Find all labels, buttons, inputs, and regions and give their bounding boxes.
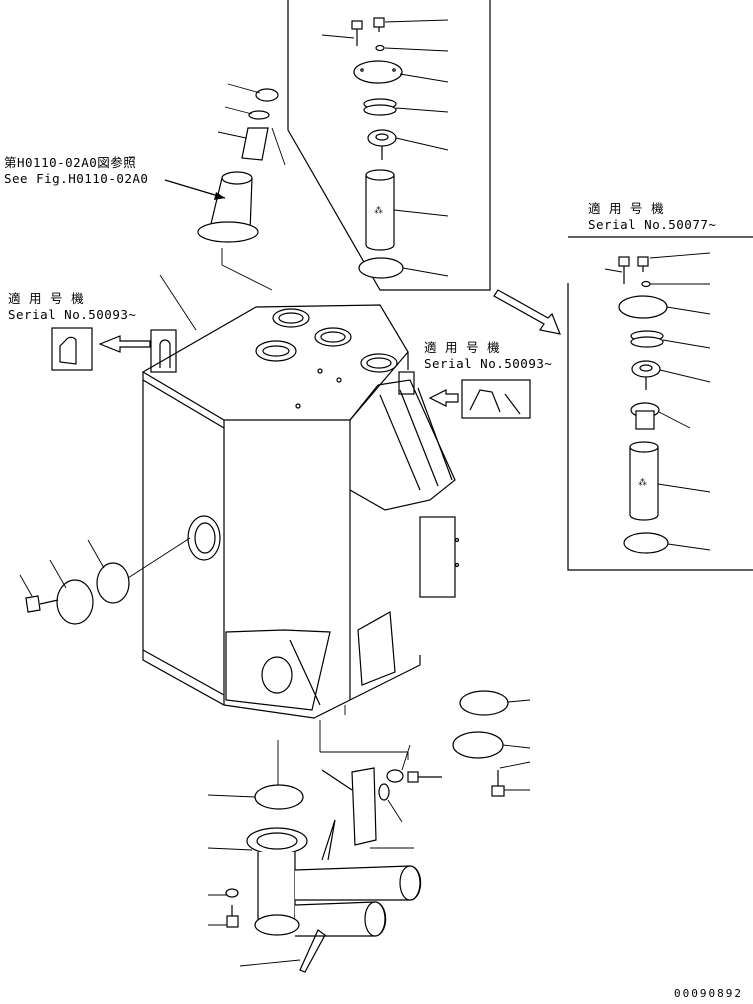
- filter-inset-top: ⁂: [287, 0, 491, 291]
- bolt-part: [618, 256, 649, 284]
- cap-part: [255, 88, 279, 102]
- suction-pipe-part: [246, 827, 422, 937]
- washer-part: [225, 888, 239, 898]
- filter-inset-right: ⁂: [567, 236, 753, 571]
- reference-label-en: See Fig.H0110-02A0: [4, 171, 149, 186]
- strainer-part: [630, 402, 660, 430]
- bracket-detail-left: [51, 327, 177, 373]
- o-ring-part: [459, 690, 509, 716]
- bolt-part: [491, 770, 505, 797]
- serial-callout-right-jp: 適 用 号 機: [588, 201, 665, 216]
- serial-callout-left-en: Serial No.50093~: [8, 307, 137, 322]
- reference-label-jp: 第H0110-02A0図参照: [4, 155, 137, 170]
- bottom-parts: [207, 690, 531, 973]
- cover-plate-part: [452, 731, 504, 759]
- filter-element-part: ⁂: [365, 169, 395, 251]
- bolt-part: [226, 905, 239, 928]
- filter-element-part: ⁂: [629, 441, 659, 521]
- cover-plate-part: [618, 295, 668, 319]
- valve-part: [367, 129, 397, 160]
- clamp-part: [378, 783, 390, 801]
- strap-part: [299, 929, 326, 973]
- washer-part: [375, 44, 385, 52]
- serial-callout-middle-en: Serial No.50093~: [424, 356, 553, 371]
- gasket-part: [248, 110, 270, 120]
- bracket-part: [351, 767, 377, 846]
- arrow-to-right-inset: [493, 289, 561, 335]
- hydraulic-tank-body: [141, 274, 460, 760]
- bolt-part: [25, 595, 59, 613]
- serial-callout-right-en: Serial No.50077~: [588, 217, 717, 232]
- gasket-part: [96, 562, 130, 604]
- document-number: 00090892: [674, 987, 743, 1000]
- spring-part: [630, 330, 664, 348]
- svg-text:⁂: ⁂: [638, 477, 647, 488]
- serial-callout-left-jp: 適 用 号 機: [8, 291, 85, 306]
- clip-part: [321, 819, 336, 861]
- washer-part: [641, 280, 651, 288]
- valve-part: [631, 360, 661, 390]
- cover-plate-part: [353, 60, 403, 84]
- spring-part: [363, 98, 397, 116]
- filler-assembly: [164, 83, 286, 291]
- o-ring-part: [254, 784, 304, 810]
- bolt-part: [407, 771, 442, 783]
- bolt-part: [351, 17, 385, 46]
- o-ring-part: [623, 532, 669, 554]
- cover-plate-part: [56, 579, 94, 625]
- svg-text:⁂: ⁂: [374, 205, 383, 216]
- strainer-part: [241, 127, 269, 161]
- side-port-parts: [19, 537, 191, 625]
- o-ring-part: [358, 257, 404, 279]
- nut-part: [386, 769, 404, 783]
- bracket-detail-middle: [398, 371, 531, 419]
- serial-callout-middle-jp: 適 用 号 機: [424, 340, 501, 355]
